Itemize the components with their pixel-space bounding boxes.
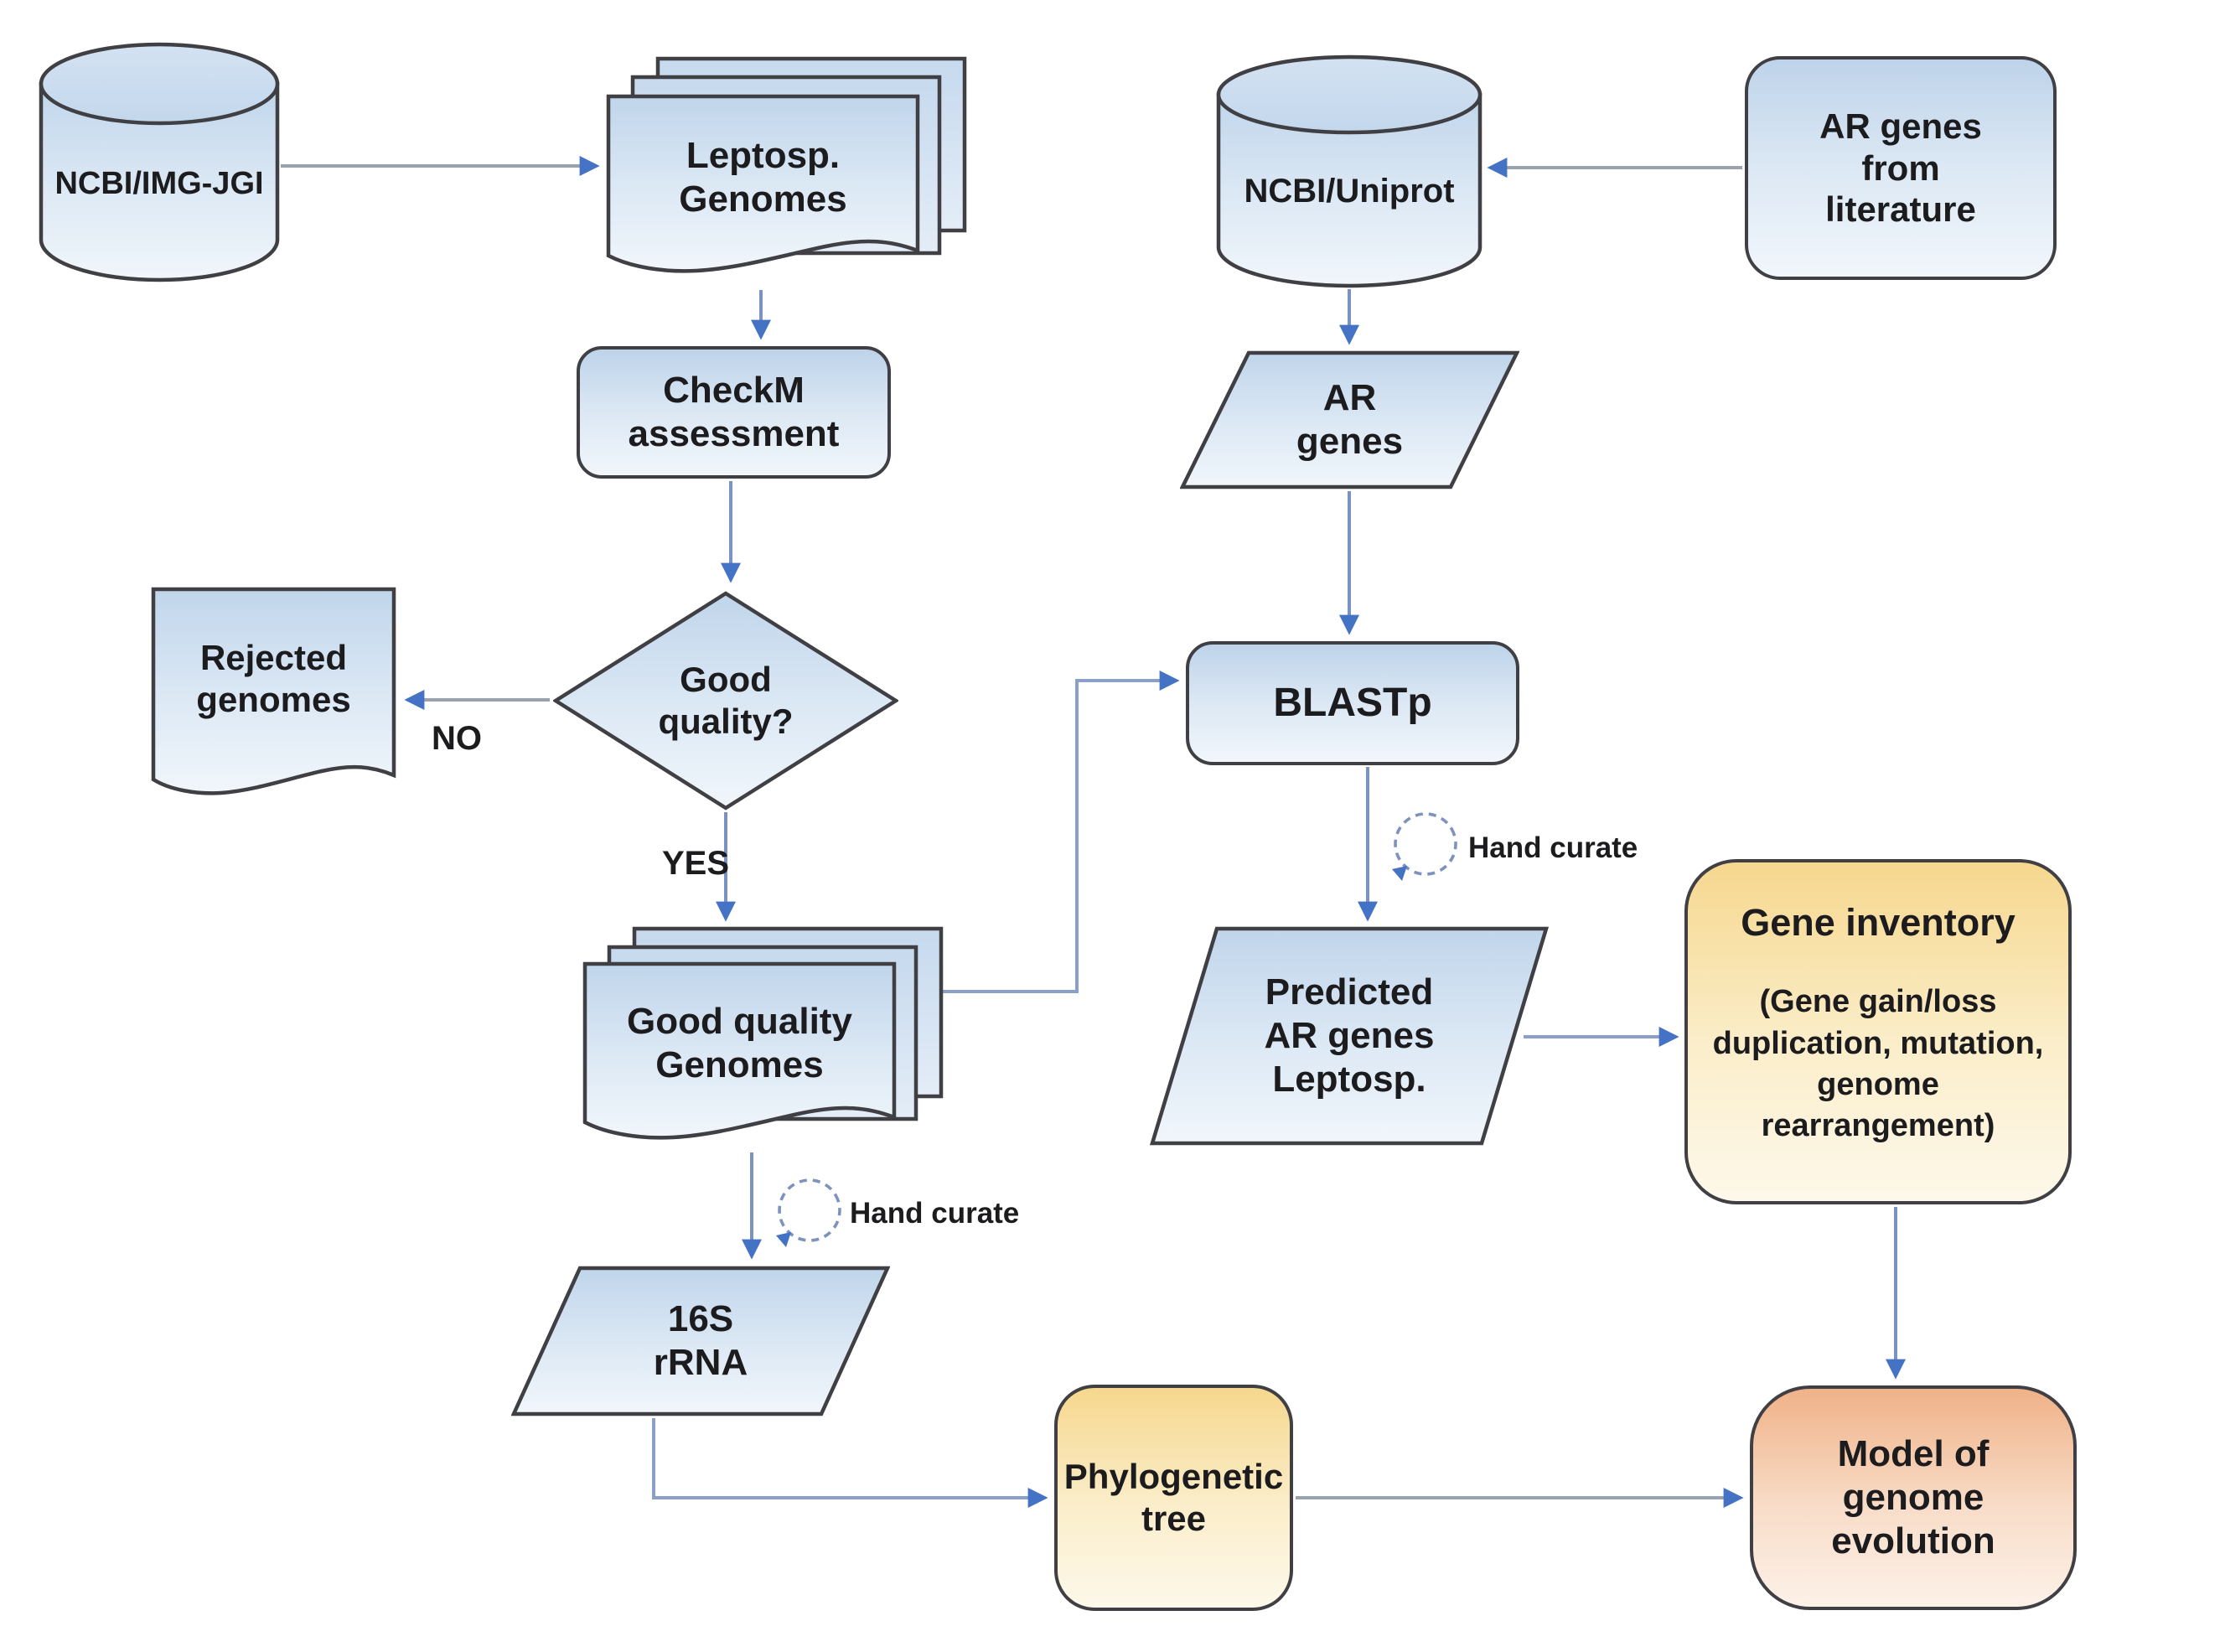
node-label: BLASTp	[1273, 680, 1432, 725]
parallelogram-shape	[1150, 926, 1549, 1146]
node-phylogenetic-tree: Phylogenetic tree	[1054, 1385, 1293, 1611]
node-gene-inventory: Gene inventory (Gene gain/loss duplicati…	[1684, 859, 2072, 1204]
circular-arrow-icon	[776, 1178, 841, 1247]
edge-label-no: NO	[432, 719, 482, 757]
node-label: AR genes	[1296, 377, 1404, 462]
node-label: Good quality Genomes	[627, 1001, 852, 1085]
node-good-quality-genomes: Good quality Genomes	[582, 926, 944, 1157]
decision-diamond-shape	[553, 591, 898, 810]
node-label: NCBI/IMG-JGI	[54, 165, 264, 201]
hand-curate-loop-icon	[1387, 807, 1461, 884]
hand-curate-loop-icon	[771, 1173, 845, 1251]
parallelogram-shape	[1180, 350, 1519, 489]
node-rejected-genomes: Rejected genomes	[151, 587, 396, 815]
node-leptosp-genomes: Leptosp. Genomes	[606, 56, 968, 290]
edge-label-yes: YES	[662, 844, 730, 882]
node-checkm: CheckM assessment	[577, 346, 891, 479]
node-label: 16S rRNA	[653, 1298, 748, 1383]
node-model-genome-evolution: Model of genome evolution	[1750, 1385, 2077, 1610]
edge-label-hand-curate: Hand curate	[850, 1197, 1020, 1230]
edge-16s-to-phylo	[652, 1418, 1048, 1508]
node-blastp: BLASTp	[1186, 641, 1519, 765]
node-ar-genes: AR genes	[1180, 350, 1519, 489]
node-label: Leptosp. Genomes	[679, 135, 847, 220]
multi-document-shape	[582, 926, 944, 1140]
edge-label-hand-curate: Hand curate	[1468, 831, 1638, 864]
node-ar-genes-literature: AR genes from literature	[1745, 56, 2057, 280]
node-ncbi-uniprot: NCBI/Uniprot	[1215, 53, 1483, 289]
document-shape	[151, 587, 396, 795]
node-label: CheckM assessment	[628, 370, 840, 454]
node-label: AR genes from literature	[1819, 106, 1982, 230]
node-good-quality-decision: Good quality?	[553, 591, 898, 810]
parallelogram-shape	[511, 1266, 890, 1416]
edge-goodgenomes-to-blastp	[943, 671, 1180, 993]
node-label: Rejected genomes	[196, 638, 351, 719]
node-label: Good quality?	[658, 660, 794, 741]
database-cylinder-shape	[1216, 54, 1482, 288]
node-ncbi-img-jgi: NCBI/IMG-JGI	[38, 40, 281, 283]
database-cylinder-shape	[39, 42, 280, 282]
node-label: Predicted AR genes Leptosp.	[1264, 971, 1435, 1100]
node-label: Model of genome evolution	[1831, 1433, 1995, 1561]
node-label: NCBI/Uniprot	[1244, 173, 1455, 210]
node-16s-rrna: 16S rRNA	[511, 1266, 890, 1416]
node-details: (Gene gain/loss duplication, mutation, g…	[1712, 984, 2044, 1144]
multi-document-shape	[606, 56, 967, 273]
circular-arrow-icon	[1392, 812, 1457, 881]
node-label: Phylogenetic tree	[1063, 1457, 1284, 1538]
node-predicted-ar-genes: Predicted AR genes Leptosp.	[1150, 926, 1549, 1146]
node-title: Gene inventory	[1741, 901, 2015, 945]
